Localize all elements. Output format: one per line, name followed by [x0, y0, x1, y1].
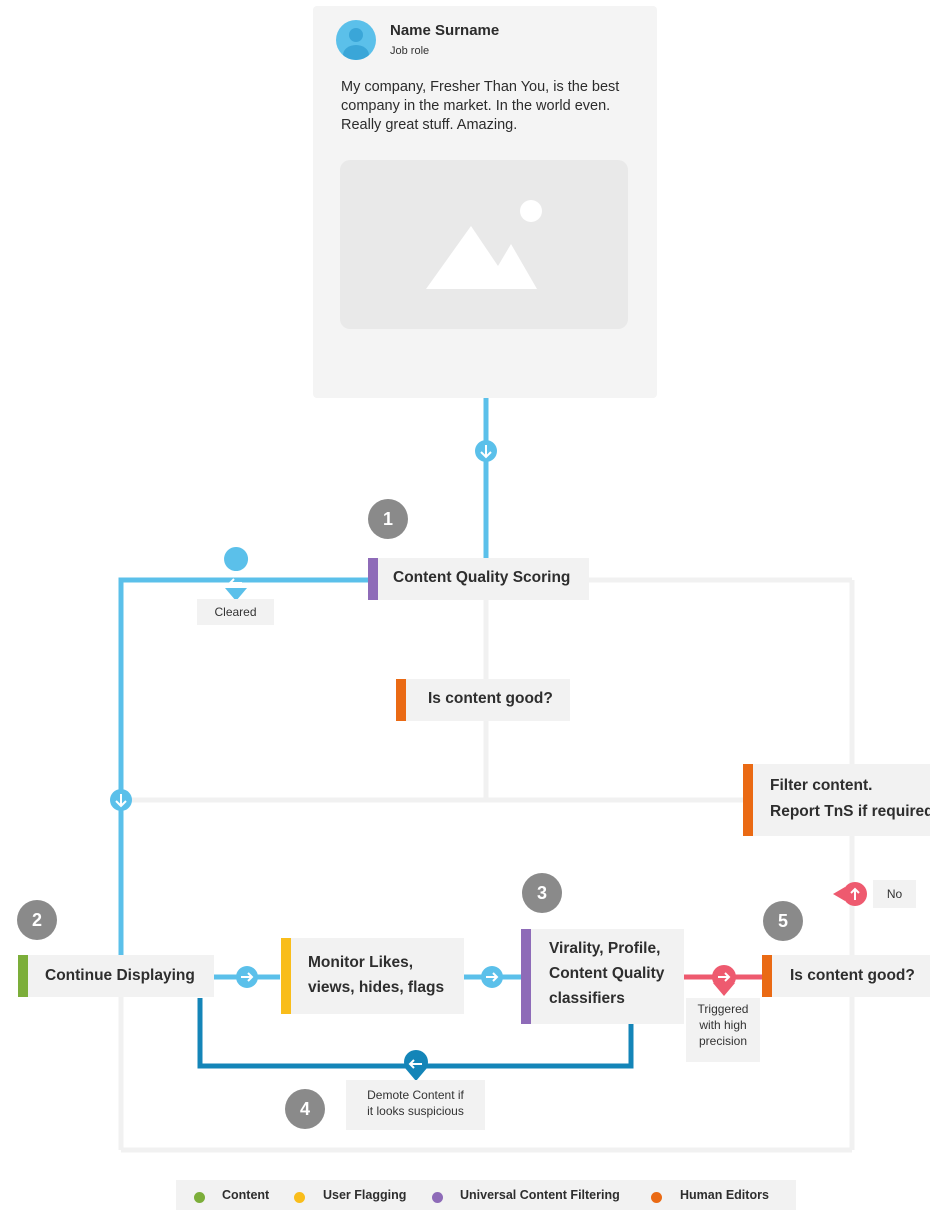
- legend-dot-content: [194, 1192, 205, 1203]
- demote-label-box: Demote Content if it looks suspicious: [346, 1080, 485, 1130]
- step-badge-2: 2: [17, 900, 57, 940]
- continue-displaying-box: Continue Displaying: [18, 955, 214, 997]
- post-text: My company, Fresher Than You, is the bes…: [341, 79, 620, 133]
- no-label-box: No: [873, 880, 916, 908]
- filter-content-label-line1: Filter content.: [770, 777, 873, 794]
- user-flagging-color-bar: [281, 938, 291, 1014]
- avatar: [336, 20, 376, 60]
- down-arrow-icon: [475, 440, 497, 462]
- down-arrow-icon-2: [110, 789, 132, 811]
- human-editors-color-bar: [743, 764, 753, 836]
- right-arrow-icon-2: [481, 966, 503, 988]
- cleared-label-box: Cleared: [197, 599, 274, 625]
- classifiers-label-line2: Content Quality: [549, 965, 665, 982]
- filter-content-box: Filter content. Report TnS if required: [743, 764, 930, 836]
- right-arrow-icon-1: [236, 966, 258, 988]
- monitor-likes-label-line2: views, hides, flags: [308, 979, 445, 996]
- triggered-label-line3: precision: [698, 1034, 748, 1048]
- step-badge-1: 1: [368, 499, 408, 539]
- step-badge-4: 4: [285, 1089, 325, 1129]
- human-editors-color-bar: [762, 955, 772, 997]
- trigger-arrow-icon: [712, 965, 736, 996]
- demote-arrow-icon: [404, 1050, 428, 1081]
- image-placeholder: [340, 160, 628, 329]
- no-label: No: [886, 887, 903, 901]
- post-author-role: Job role: [390, 45, 430, 57]
- demote-label-line1: Demote Content if: [367, 1088, 464, 1102]
- no-arrow-icon: [833, 882, 867, 906]
- is-content-good-label-2: Is content good?: [790, 967, 915, 984]
- is-content-good-box-2: Is content good?: [762, 955, 930, 997]
- triggered-label-line1: Triggered: [697, 1002, 749, 1016]
- is-content-good-label-1: Is content good?: [428, 690, 553, 707]
- classifiers-label-line3: classifiers: [549, 990, 625, 1007]
- ucf-color-bar: [368, 558, 378, 600]
- is-content-good-box-1: Is content good?: [396, 679, 570, 721]
- human-editors-color-bar: [396, 679, 406, 721]
- monitor-likes-label-line1: Monitor Likes,: [308, 954, 414, 971]
- ucf-color-bar: [521, 929, 531, 1024]
- triggered-label-box: Triggered with high precision: [686, 998, 760, 1062]
- avatar-body-shape: [343, 45, 369, 60]
- legend-label-content: Content: [222, 1188, 270, 1202]
- legend-dot-universal-content-filtering: [432, 1192, 443, 1203]
- cleared-label: Cleared: [214, 605, 257, 619]
- legend-label-universal-content-filtering: Universal Content Filtering: [460, 1188, 620, 1202]
- legend-label-user-flagging: User Flagging: [323, 1188, 407, 1202]
- image-icon: [426, 200, 542, 289]
- legend-label-human-editors: Human Editors: [680, 1188, 769, 1202]
- step-badge-5: 5: [763, 901, 803, 941]
- monitor-likes-box: Monitor Likes, views, hides, flags: [281, 938, 464, 1014]
- continue-displaying-label: Continue Displaying: [45, 967, 195, 984]
- classifiers-label-line1: Virality, Profile,: [549, 940, 661, 957]
- post-author-name: Name Surname: [390, 22, 500, 39]
- content-quality-scoring-label: Content Quality Scoring: [393, 569, 571, 586]
- legend: Content User Flagging Universal Content …: [176, 1180, 796, 1210]
- content-quality-scoring-box: Content Quality Scoring: [368, 558, 589, 600]
- content-color-bar: [18, 955, 28, 997]
- step-badge-3: 3: [522, 873, 562, 913]
- background-frame: [118, 577, 855, 1153]
- filter-content-label-line2: Report TnS if required: [770, 803, 930, 820]
- avatar-head-shape: [349, 28, 363, 42]
- triggered-label-line2: with high: [699, 1018, 747, 1032]
- legend-dot-user-flagging: [294, 1192, 305, 1203]
- demote-label-line2: it looks suspicious: [367, 1104, 464, 1118]
- classifiers-box: Virality, Profile, Content Quality class…: [521, 929, 684, 1024]
- legend-dot-human-editors: [651, 1192, 662, 1203]
- cleared-arrow-icon: [224, 547, 249, 601]
